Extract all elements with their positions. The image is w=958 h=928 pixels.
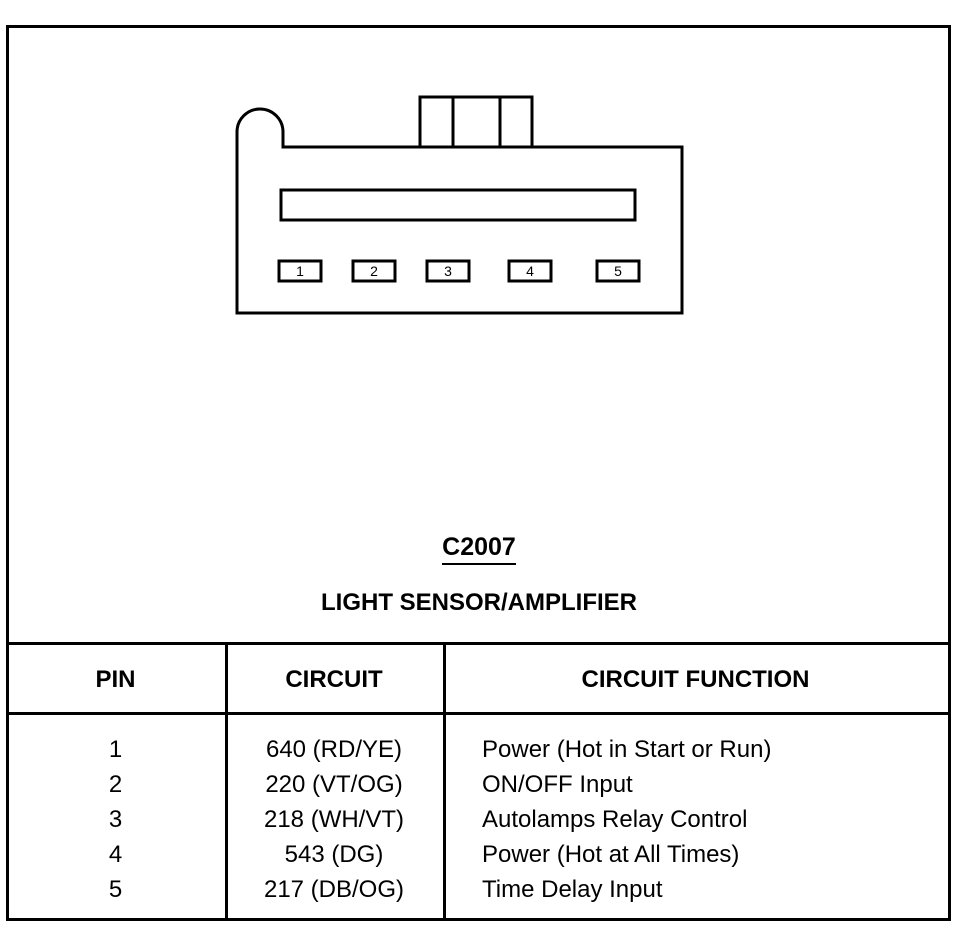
pin-number-label: 4 (526, 263, 534, 279)
pin-cavity-1 (277, 259, 323, 283)
function-column: Power (Hot in Start or Run) ON/OFF Input… (482, 732, 942, 907)
column-divider (225, 642, 228, 918)
pin-cell: 2 (108, 771, 123, 798)
header-circuit: CIRCUIT (285, 666, 383, 693)
function-cell: Time Delay Input (482, 876, 663, 903)
pin-column: 1 2 3 4 5 (6, 732, 225, 907)
circuit-column: 640 (RD/YE) 220 (VT/OG) 218 (WH/VT) 543 … (225, 732, 443, 907)
pin-cell: 4 (108, 841, 123, 868)
table-top-rule (6, 642, 948, 645)
circuit-cell: 640 (RD/YE) (265, 736, 403, 763)
tab-outline (418, 95, 534, 149)
pin-cell: 3 (108, 806, 123, 833)
pin-cell: 5 (108, 876, 123, 903)
pin-number-label: 3 (444, 263, 452, 279)
circuit-cell: 217 (DB/OG) (263, 876, 405, 903)
function-cell: ON/OFF Input (482, 771, 633, 798)
sensor-slot (279, 188, 637, 222)
header-rule (6, 712, 948, 715)
header-pin: PIN (95, 666, 136, 693)
pin-cell: 1 (108, 736, 123, 763)
circuit-cell: 218 (WH/VT) (263, 806, 404, 833)
header-circuit-function: CIRCUIT FUNCTION (581, 666, 810, 693)
pin-number-label: 5 (614, 263, 622, 279)
pin-cavity-3 (425, 259, 471, 283)
locking-tabs (418, 95, 534, 149)
function-cell: Power (Hot at All Times) (482, 841, 740, 868)
pinout-table: PIN CIRCUIT CIRCUIT FUNCTION 1 2 3 4 5 6… (6, 642, 948, 918)
circuit-cell: 220 (VT/OG) (265, 771, 403, 798)
circuit-cell: 543 (DG) (284, 841, 384, 868)
pin-cavity-2 (351, 259, 397, 283)
connector-face-diagram: 1 2 3 4 5 (235, 95, 684, 315)
pin-cavity-5 (595, 259, 641, 283)
pin-cavities: 1 2 3 4 5 (277, 259, 641, 283)
function-cell: Autolamps Relay Control (482, 806, 748, 833)
pin-cavity-4 (507, 259, 553, 283)
pin-number-label: 1 (296, 263, 304, 279)
pin-number-label: 2 (370, 263, 378, 279)
diagram-frame (6, 25, 951, 921)
function-cell: Power (Hot in Start or Run) (482, 736, 772, 763)
connector-id: C2007 (0, 533, 958, 565)
column-divider (443, 642, 446, 918)
connector-name: LIGHT SENSOR/AMPLIFIER (320, 589, 637, 616)
